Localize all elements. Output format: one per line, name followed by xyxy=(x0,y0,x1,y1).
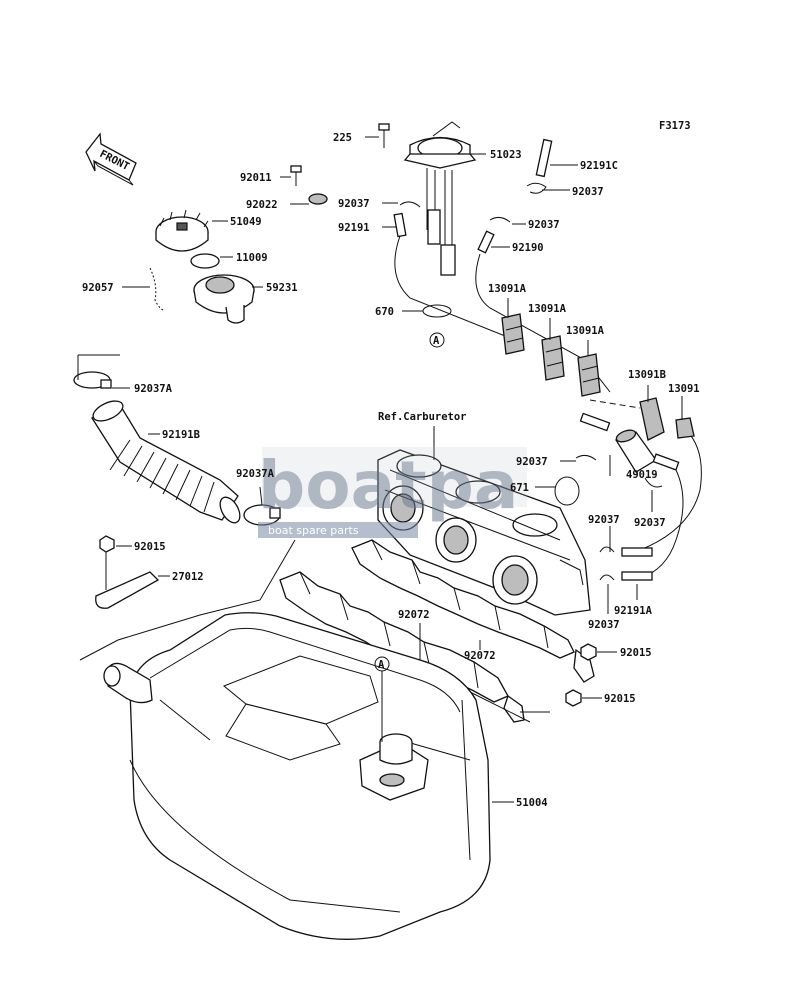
bolt-225 xyxy=(378,123,390,148)
part-label-59231: 59231 xyxy=(266,282,298,294)
watermark-main: boatpa xyxy=(258,447,518,524)
ref-carburetor-label: Ref.Carburetor xyxy=(378,411,467,423)
fuel-line-4 xyxy=(639,469,684,579)
washer-92022 xyxy=(308,193,328,205)
part-label-92022: 92022 xyxy=(246,199,278,211)
part-label-51049: 51049 xyxy=(230,216,262,228)
hose-92191a-1 xyxy=(621,547,653,557)
strap-92057 xyxy=(149,267,165,311)
part-label-92037-f: 92037 xyxy=(634,517,666,529)
part-label-670: 670 xyxy=(375,306,394,318)
part-label-92037-c: 92037 xyxy=(528,219,560,231)
part-label-92190: 92190 xyxy=(512,242,544,254)
strap-92072-b xyxy=(279,571,525,723)
oring-11009 xyxy=(190,253,220,269)
callout-a-label: A xyxy=(433,335,440,347)
part-label-92037a-2: 92037A xyxy=(236,468,275,480)
hose-92191c xyxy=(535,138,553,178)
clip-92037-f xyxy=(599,546,615,553)
part-label-225: 225 xyxy=(333,132,352,144)
part-label-13091b: 13091B xyxy=(628,369,666,381)
clamp-13091a-1 xyxy=(501,313,525,355)
fuel-line-1 xyxy=(394,235,521,343)
clamp-13091a-3 xyxy=(577,353,601,397)
part-label-92037-b: 92037 xyxy=(338,198,370,210)
callout-a-bottom: A xyxy=(374,656,390,742)
clamp-13091b xyxy=(639,397,665,441)
fuel-line-dash xyxy=(589,399,641,409)
hose-92191a-2 xyxy=(621,571,653,581)
oring-670 xyxy=(422,304,452,318)
part-label-92072-b: 92072 xyxy=(464,650,496,662)
part-label-92037a-1: 92037A xyxy=(134,383,173,395)
carburetor-assembly xyxy=(377,449,591,616)
watermark-sub: boat spare parts xyxy=(268,524,359,537)
fuel-gauge-51023 xyxy=(403,121,477,276)
strap-92072-a xyxy=(351,539,595,683)
part-label-13091a-2: 13091A xyxy=(528,303,567,315)
clip-92037-d xyxy=(575,454,597,461)
part-label-92037-d: 92037 xyxy=(516,456,548,468)
part-label-92037-g: 92037 xyxy=(588,619,620,631)
fuel-line-3 xyxy=(639,429,702,551)
part-label-92011: 92011 xyxy=(240,172,272,184)
filler-cap-51049 xyxy=(155,209,209,252)
nut-92015-b xyxy=(580,643,597,661)
watermark: boatpa boat spare parts xyxy=(258,447,527,538)
bracket-27012 xyxy=(95,571,160,609)
filler-neck-59231 xyxy=(193,274,255,324)
clip-92037-e xyxy=(644,477,663,488)
part-label-49019: 49019 xyxy=(626,469,658,481)
part-label-13091a-3: 13091A xyxy=(566,325,605,337)
front-arrow-icon: FRONT xyxy=(85,132,137,186)
part-label-11009: 11009 xyxy=(236,252,268,264)
part-label-92072-a: 92072 xyxy=(398,609,430,621)
hose-92190 xyxy=(477,230,495,254)
nut-92015-a xyxy=(99,535,115,590)
part-label-27012: 27012 xyxy=(172,571,204,583)
figure-code: F3173 xyxy=(659,120,691,132)
part-label-92015-a: 92015 xyxy=(134,541,166,553)
part-label-51023: 51023 xyxy=(490,149,522,161)
fuel-filter-49019 xyxy=(579,412,680,473)
callout-a-top: A xyxy=(429,332,445,348)
part-label-92191: 92191 xyxy=(338,222,370,234)
part-label-92057: 92057 xyxy=(82,282,114,294)
part-label-51004: 51004 xyxy=(516,797,548,809)
hose-92191 xyxy=(393,212,407,238)
part-label-13091a-1: 13091A xyxy=(488,283,527,295)
intake-hose-92191b xyxy=(91,400,241,524)
clamp-13091a-2 xyxy=(541,335,565,381)
part-label-671: 671 xyxy=(510,482,529,494)
part-label-92191c: 92191C xyxy=(580,160,618,172)
clamp-13091 xyxy=(675,417,695,439)
clamp-92037a-1 xyxy=(73,371,112,389)
callout-a-label-2: A xyxy=(378,659,385,671)
part-label-92037-a: 92037 xyxy=(572,186,604,198)
part-label-92015-b: 92015 xyxy=(620,647,652,659)
part-label-13091: 13091 xyxy=(668,383,700,395)
leader-92037a xyxy=(77,354,120,380)
leader-tank-left xyxy=(79,539,296,661)
part-label-92037-e: 92037 xyxy=(588,514,620,526)
nut-92015-c xyxy=(565,689,582,707)
fuel-line-2 xyxy=(475,253,611,393)
clip-92037-a xyxy=(526,182,547,194)
part-label-92191a: 92191A xyxy=(614,605,653,617)
leader-strap xyxy=(469,691,550,723)
bolt-92011 xyxy=(290,165,302,186)
clip-92037-g xyxy=(599,574,615,581)
oring-671 xyxy=(554,476,580,506)
leader-lines xyxy=(112,136,683,803)
fuel-tank-51004 xyxy=(103,612,491,940)
part-label-92015-c: 92015 xyxy=(604,693,636,705)
clip-92037-c xyxy=(489,216,511,223)
clip-92037-b xyxy=(399,201,421,208)
part-label-92191b: 92191B xyxy=(162,429,200,441)
